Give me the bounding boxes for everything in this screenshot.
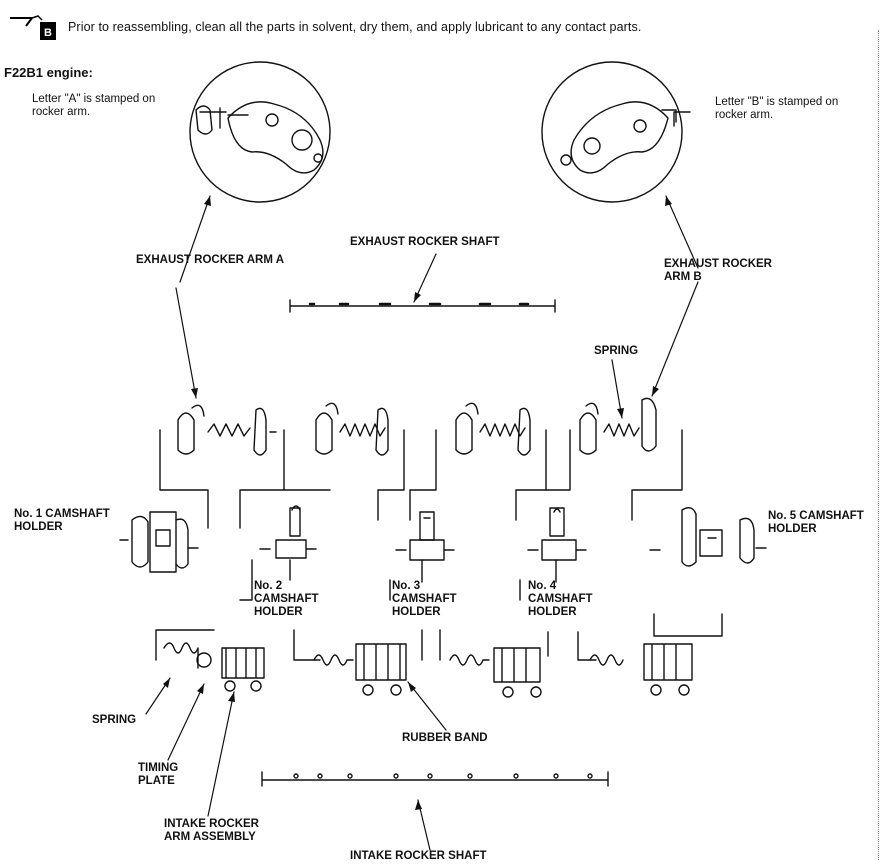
arrow-heads <box>163 196 672 810</box>
label-intake-rocker-shaft: INTAKE ROCKER SHAFT <box>350 850 487 862</box>
exhaust-rocker-group-2 <box>239 402 405 529</box>
intake-rocker-shaft <box>261 771 609 787</box>
label-spring-top: SPRING <box>594 345 639 357</box>
reassembly-note-text: Prior to reassembling, clean all the par… <box>68 20 642 34</box>
reassembly-note: B Prior to reassembling, clean all the p… <box>8 14 868 42</box>
camshaft-holder-2 <box>239 505 317 601</box>
page-edge-rule <box>878 30 880 860</box>
label-timing-plate: TIMING PLATE <box>138 762 179 787</box>
label-spring-bottom: SPRING <box>92 714 137 726</box>
label-intake-rocker-arm-assembly: INTAKE ROCKER ARM ASSEMBLY <box>164 818 259 843</box>
exhaust-rocker-group-1 <box>159 404 277 529</box>
intake-rocker-group-1 <box>155 629 265 692</box>
exhaust-rocker-group-3 <box>409 402 547 521</box>
label-camshaft-holder-1: No. 1 CAMSHAFT HOLDER <box>14 508 110 533</box>
camshaft-holder-1 <box>119 511 199 573</box>
label-rubber-band: RUBBER BAND <box>402 732 488 744</box>
label-camshaft-holder-4: No. 4 CAMSHAFT HOLDER <box>528 580 593 618</box>
camshaft-holder-4 <box>519 507 587 601</box>
label-camshaft-holder-3: No. 3 CAMSHAFT HOLDER <box>392 580 457 618</box>
intake-rocker-group-4 <box>577 613 723 696</box>
camshaft-holder-3 <box>389 511 455 601</box>
exhaust-rocker-group-4 <box>545 397 683 521</box>
svg-text:B: B <box>44 27 52 39</box>
label-exhaust-rocker-arm-b: EXHAUST ROCKER ARM B <box>664 258 772 283</box>
label-exhaust-rocker-arm-a: EXHAUST ROCKER ARM A <box>136 254 285 266</box>
label-camshaft-holder-2: No. 2 CAMSHAFT HOLDER <box>254 580 319 618</box>
stamp-note-a: Letter "A" is stamped on rocker arm. <box>32 93 156 118</box>
detail-circle-rocker-arm-a <box>189 61 331 203</box>
detail-circle-rocker-arm-b <box>541 61 691 203</box>
exhaust-rocker-shaft <box>289 299 556 313</box>
camshaft-holder-5 <box>649 507 767 567</box>
leader-lines <box>145 195 699 851</box>
stamp-note-b: Letter "B" is stamped on rocker arm. <box>715 96 839 121</box>
intake-rocker-group-3 <box>439 629 549 698</box>
label-exhaust-rocker-shaft: EXHAUST ROCKER SHAFT <box>350 236 500 248</box>
intake-rocker-group-2 <box>293 629 423 696</box>
reassembly-note-icon: B <box>10 15 56 40</box>
engine-title: F22B1 engine: <box>4 65 93 80</box>
label-camshaft-holder-5: No. 5 CAMSHAFT HOLDER <box>768 510 864 535</box>
